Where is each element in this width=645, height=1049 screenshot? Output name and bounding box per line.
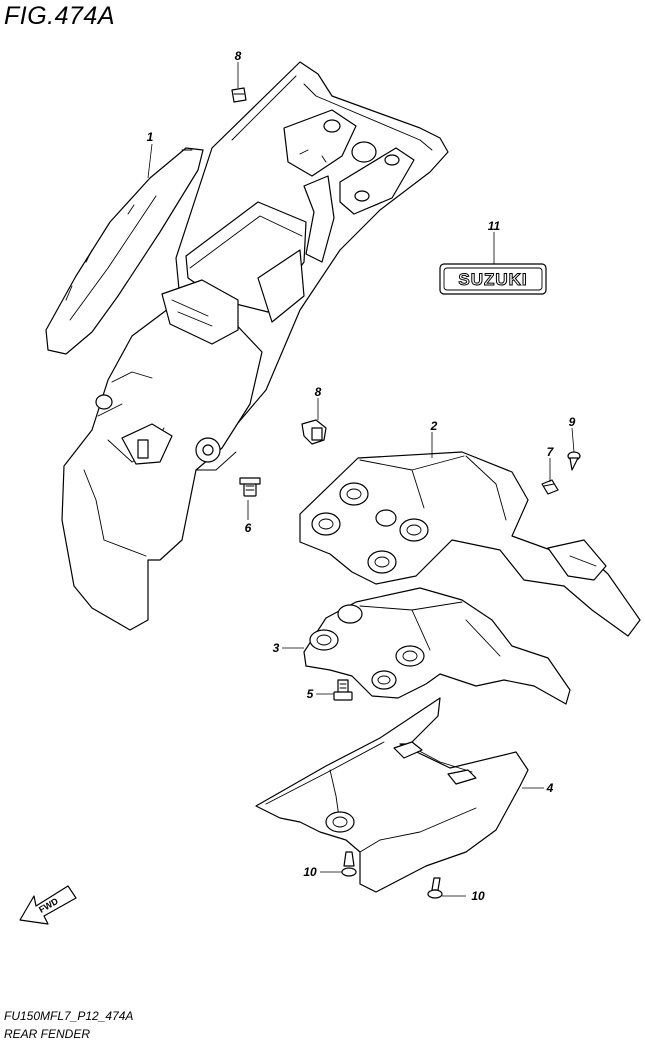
part-3-inner-cover[interactable]: [303, 587, 571, 705]
callout-8-top: 8: [235, 49, 242, 63]
callout-labels: 1 8 11 8 2 9 7 6 3 5 4 10 10: [147, 49, 576, 903]
part-1-rear-fender[interactable]: [45, 61, 449, 631]
callout-1: 1: [147, 130, 154, 144]
part-8-clip-middle[interactable]: [301, 419, 327, 445]
callout-6: 6: [245, 521, 252, 535]
part-9-screw[interactable]: [567, 451, 581, 471]
leader-lines: [147, 62, 575, 897]
part-4-lower-cover[interactable]: [255, 697, 529, 893]
part-8-clip-top[interactable]: [231, 87, 247, 103]
callout-3: 3: [273, 641, 280, 655]
callout-11: 11: [488, 219, 501, 233]
part-7-nut[interactable]: [541, 479, 559, 495]
callout-2: 2: [430, 419, 438, 433]
callout-10-left: 10: [303, 865, 317, 879]
callout-4: 4: [546, 781, 554, 795]
part-2-fender-bracket[interactable]: [299, 451, 641, 637]
figure-title: FIG.474A: [4, 2, 115, 30]
part-10-screw-left[interactable]: [341, 851, 357, 877]
callout-8-middle: 8: [315, 385, 322, 399]
emblem-text: SUZUKI: [458, 270, 527, 289]
part-5-bolt[interactable]: [333, 679, 353, 701]
callout-7: 7: [547, 445, 555, 459]
callout-5: 5: [307, 687, 314, 701]
callout-10-right: 10: [471, 889, 485, 903]
footer-section-name: REAR FENDER: [4, 1027, 91, 1041]
part-6-bolt[interactable]: [239, 477, 261, 497]
callout-9: 9: [569, 415, 576, 429]
part-10-screw-right[interactable]: [427, 877, 443, 899]
footer-model-code: FU150MFL7_P12_474A: [4, 1009, 134, 1023]
fwd-arrow-icon: FWD: [19, 885, 77, 925]
part-11-emblem[interactable]: SUZUKI: [439, 263, 547, 295]
